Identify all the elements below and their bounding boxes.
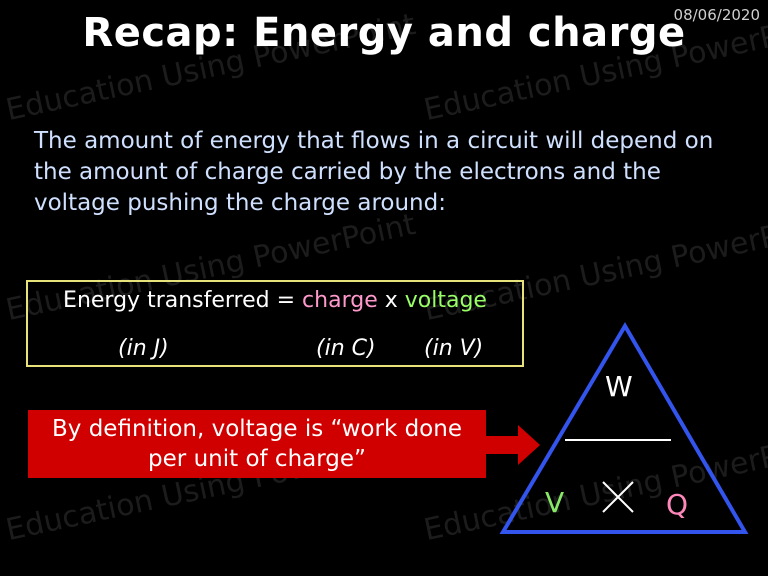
slide-title: Recap: Energy and charge bbox=[82, 10, 686, 56]
definition-box: By definition, voltage is “work done per… bbox=[28, 410, 486, 478]
intro-line: The amount of energy that flows in a cir… bbox=[34, 128, 714, 154]
triangle-label-v: V bbox=[545, 486, 565, 519]
definition-line: per unit of charge” bbox=[148, 446, 366, 472]
arrow-right-icon bbox=[484, 425, 540, 465]
triangle-label-q: Q bbox=[666, 488, 689, 521]
definition-line: By definition, voltage is “work done bbox=[52, 416, 462, 442]
formula-triangle bbox=[499, 322, 749, 534]
unit-charge: (in C) bbox=[316, 336, 376, 361]
intro-paragraph: The amount of energy that flows in a cir… bbox=[34, 126, 754, 219]
equation-voltage: voltage bbox=[404, 288, 487, 313]
unit-energy: (in J) bbox=[118, 336, 169, 361]
triangle-outline bbox=[499, 322, 749, 534]
triangle-label-w: W bbox=[605, 370, 633, 403]
intro-line: voltage pushing the charge around: bbox=[34, 190, 446, 216]
equation-prefix: Energy transferred = bbox=[63, 288, 303, 313]
intro-line: the amount of charge carried by the elec… bbox=[34, 159, 661, 185]
equation-times: x bbox=[377, 288, 405, 313]
slide-date: 08/06/2020 bbox=[673, 6, 760, 24]
equation-charge: charge bbox=[302, 288, 378, 313]
unit-voltage: (in V) bbox=[424, 336, 484, 361]
energy-equation: Energy transferred = charge x voltage bbox=[28, 288, 522, 313]
equation-box: Energy transferred = charge x voltage (i… bbox=[26, 280, 524, 367]
